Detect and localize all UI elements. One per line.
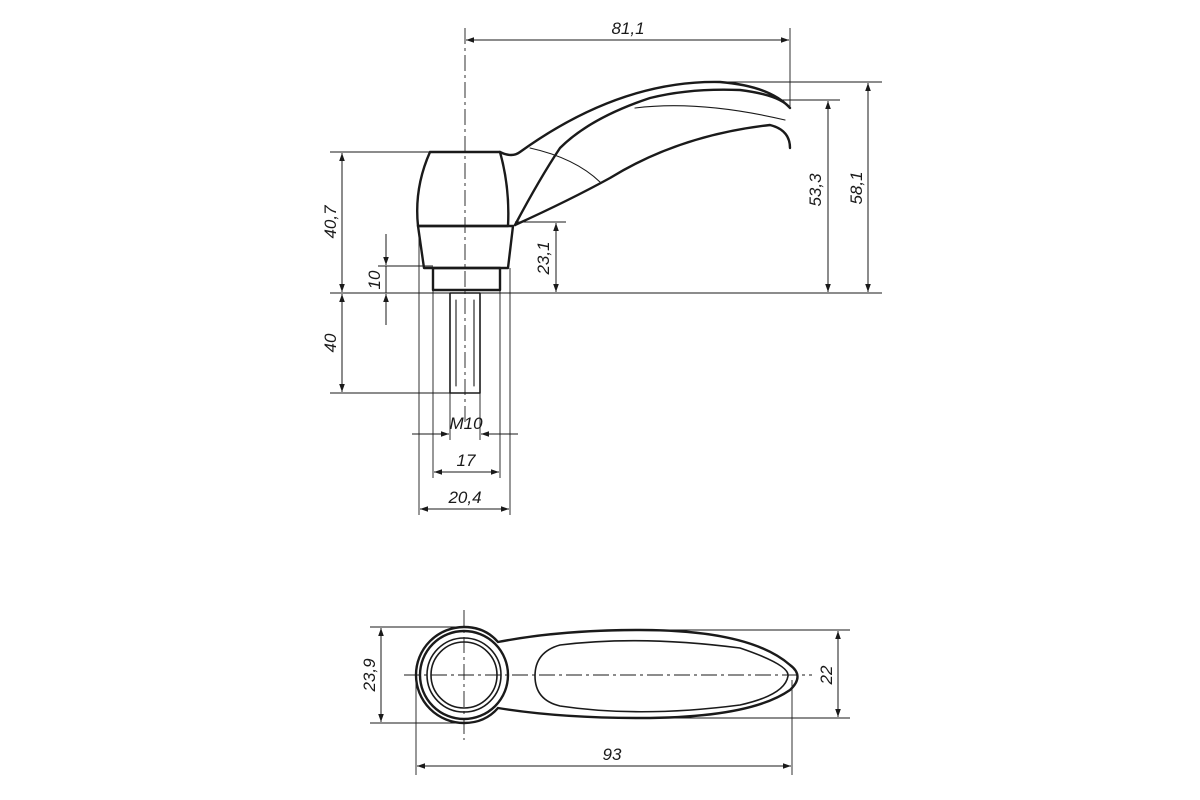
grip-insert [534, 639, 789, 713]
clamping-head [416, 150, 510, 228]
dim-lever-root-height: 23,1 [534, 241, 553, 275]
dim-total-reach: 81,1 [611, 19, 644, 38]
dim-top-lever-width: 22 [817, 665, 836, 685]
lever-arm [498, 80, 792, 227]
dim-head-diameter: 20,4 [447, 488, 481, 507]
lever-grip-joint [529, 147, 601, 183]
lever-underside [513, 123, 792, 227]
collar [431, 266, 502, 292]
dim-total-height: 58,1 [847, 171, 866, 204]
dim-thread-size: M10 [449, 414, 483, 433]
dim-head-height: 40,7 [321, 205, 340, 239]
dim-lever-height: 53,3 [806, 173, 825, 207]
lever-highlight [634, 105, 786, 121]
dim-collar-diameter: 17 [457, 451, 476, 470]
head-base-ring [416, 224, 515, 270]
top-view: 23,9 22 93 [360, 610, 850, 775]
dim-collar-height: 10 [365, 270, 384, 289]
dim-thread-length: 40 [321, 333, 340, 352]
top-view-outline [414, 625, 799, 725]
dim-top-head-width: 23,9 [360, 658, 379, 693]
dim-overall-length: 93 [603, 745, 622, 764]
side-view: 81,1 58,1 53,3 23,1 40,7 10 40 [321, 19, 882, 515]
